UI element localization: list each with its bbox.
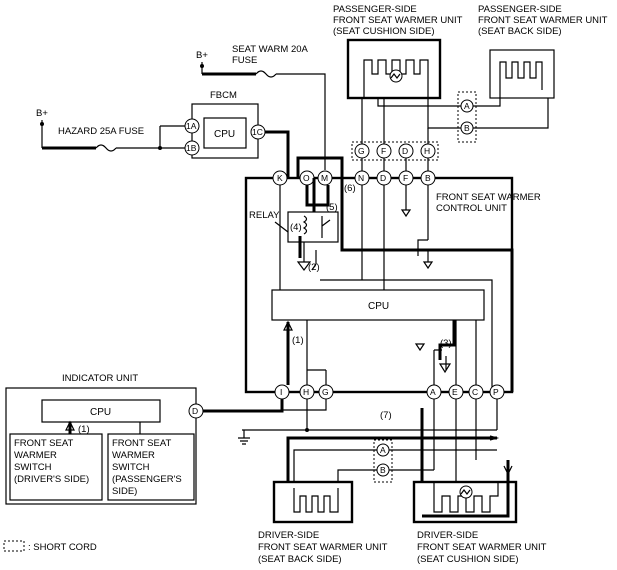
svg-text:FRONT SEAT: FRONT SEAT <box>14 438 73 449</box>
seat-warm-fuse-icon <box>255 70 277 78</box>
svg-text:C: C <box>472 387 478 397</box>
hazard-fuse-icon <box>95 144 117 152</box>
svg-text:(SEAT CUSHION SIDE): (SEAT CUSHION SIDE) <box>333 26 435 37</box>
path-label-4: (4) <box>290 222 302 233</box>
svg-text:P: P <box>493 387 499 397</box>
svg-text:H: H <box>424 146 430 156</box>
svg-text:SWITCH: SWITCH <box>112 462 150 473</box>
seat-warm-fuse-label: SEAT WARM 20A <box>232 44 309 55</box>
pin-fbcm-1c: 1C <box>252 127 263 137</box>
b-plus-label-1: B+ <box>196 50 208 61</box>
svg-text:(PASSENGER'S: (PASSENGER'S <box>112 474 182 485</box>
svg-text:(SEAT BACK SIDE): (SEAT BACK SIDE) <box>258 554 342 565</box>
path-label-3: (3) <box>440 338 452 349</box>
passenger-back-label: PASSENGER-SIDE FRONT SEAT WARMER UNIT (S… <box>478 4 608 37</box>
svg-text:(SEAT BACK SIDE): (SEAT BACK SIDE) <box>478 26 562 37</box>
passenger-cushion-label: PASSENGER-SIDE FRONT SEAT WARMER UNIT (S… <box>333 4 463 37</box>
svg-text:H: H <box>303 387 309 397</box>
control-unit-top-pins: K O M N D F B <box>272 170 436 186</box>
indicator-unit-label: INDICATOR UNIT <box>62 373 138 384</box>
driver-switch <box>9 433 103 501</box>
relay-label: RELAY <box>249 210 280 221</box>
svg-text:FUSE: FUSE <box>232 55 257 66</box>
driver-back-unit <box>272 480 354 524</box>
fbcm-label: FBCM <box>210 90 237 101</box>
driver-cushion-heater-icon <box>433 482 499 513</box>
svg-text:F: F <box>381 146 386 156</box>
path-label-6: (6) <box>344 183 356 194</box>
legend-short-cord-icon <box>3 540 25 552</box>
svg-text:O: O <box>303 173 310 183</box>
indicator-cpu <box>41 399 161 423</box>
pin-pass-b: B <box>464 123 470 133</box>
path-label-7: (7) <box>380 410 392 421</box>
path-label-1b: (1) <box>78 424 90 435</box>
pin-drv-b: B <box>380 465 386 475</box>
b-plus-label-2: B+ <box>36 108 48 119</box>
driver-back-label: DRIVER-SIDE FRONT SEAT WARMER UNIT (SEAT… <box>258 530 388 565</box>
svg-text:D: D <box>380 173 386 183</box>
passenger-cushion-heater-icon <box>363 59 429 98</box>
fbcm-box <box>191 103 259 159</box>
svg-text:CPU: CPU <box>90 407 111 418</box>
svg-text:PASSENGER-SIDE: PASSENGER-SIDE <box>333 4 417 15</box>
pin-drv-a: A <box>380 445 386 455</box>
svg-text:FRONT SEAT: FRONT SEAT <box>112 438 171 449</box>
svg-text:SIDE): SIDE) <box>112 486 137 497</box>
svg-text:D: D <box>402 146 408 156</box>
svg-text:K: K <box>277 173 283 183</box>
svg-text:WARMER: WARMER <box>112 450 155 461</box>
control-unit-label: FRONT SEAT WARMER <box>436 192 541 203</box>
driver-back-heater-icon <box>293 488 339 513</box>
hazard-fuse-label: HAZARD 25A FUSE <box>58 126 144 137</box>
svg-text:FRONT SEAT WARMER UNIT: FRONT SEAT WARMER UNIT <box>258 542 388 553</box>
svg-text:DRIVER-SIDE: DRIVER-SIDE <box>258 530 319 541</box>
svg-text:CONTROL UNIT: CONTROL UNIT <box>436 203 507 214</box>
svg-text:B: B <box>425 173 431 183</box>
passenger-cushion-unit <box>346 38 442 100</box>
passenger-back-heater-icon <box>499 61 543 90</box>
svg-text:CPU: CPU <box>368 301 389 312</box>
svg-text:PASSENGER-SIDE: PASSENGER-SIDE <box>478 4 562 15</box>
svg-text:FRONT SEAT WARMER UNIT: FRONT SEAT WARMER UNIT <box>333 15 463 26</box>
svg-text:(DRIVER'S SIDE): (DRIVER'S SIDE) <box>14 474 89 485</box>
svg-text:N: N <box>358 173 364 183</box>
relay-box <box>287 211 339 243</box>
svg-text:M: M <box>321 173 328 183</box>
path-label-1a: (1) <box>292 335 304 346</box>
svg-text:G: G <box>358 146 365 156</box>
fbcm-cpu <box>203 117 247 149</box>
pin-fbcm-1a: 1A <box>186 121 197 131</box>
driver-cushion-label: DRIVER-SIDE FRONT SEAT WARMER UNIT (SEAT… <box>417 530 547 565</box>
svg-text:DRIVER-SIDE: DRIVER-SIDE <box>417 530 478 541</box>
pin-pass-a: A <box>464 101 470 111</box>
svg-text:A: A <box>430 387 436 397</box>
passenger-short-cord <box>457 91 477 143</box>
passenger-back-unit <box>489 49 555 99</box>
svg-text:WARMER: WARMER <box>14 450 57 461</box>
legend-label: : SHORT CORD <box>28 542 97 553</box>
svg-text:E: E <box>452 387 458 397</box>
svg-text:(SEAT CUSHION SIDE): (SEAT CUSHION SIDE) <box>417 554 519 565</box>
pin-ind-d: D <box>192 406 198 416</box>
path-label-5: (5) <box>326 202 338 213</box>
svg-text:G: G <box>322 387 329 397</box>
svg-text:FRONT SEAT WARMER UNIT: FRONT SEAT WARMER UNIT <box>417 542 547 553</box>
driver-short-cord <box>373 439 393 483</box>
svg-text:F: F <box>403 173 408 183</box>
svg-text:FRONT SEAT WARMER UNIT: FRONT SEAT WARMER UNIT <box>478 15 608 26</box>
svg-text:SWITCH: SWITCH <box>14 462 52 473</box>
pin-fbcm-1b: 1B <box>186 143 197 153</box>
svg-text:CPU: CPU <box>214 129 235 140</box>
svg-text:I: I <box>280 387 282 397</box>
relay-coil-icon <box>302 215 308 235</box>
passenger-switch <box>107 433 195 501</box>
control-unit-bottom-pins: I H G A E C P <box>274 384 505 400</box>
control-unit-cpu <box>271 289 485 321</box>
